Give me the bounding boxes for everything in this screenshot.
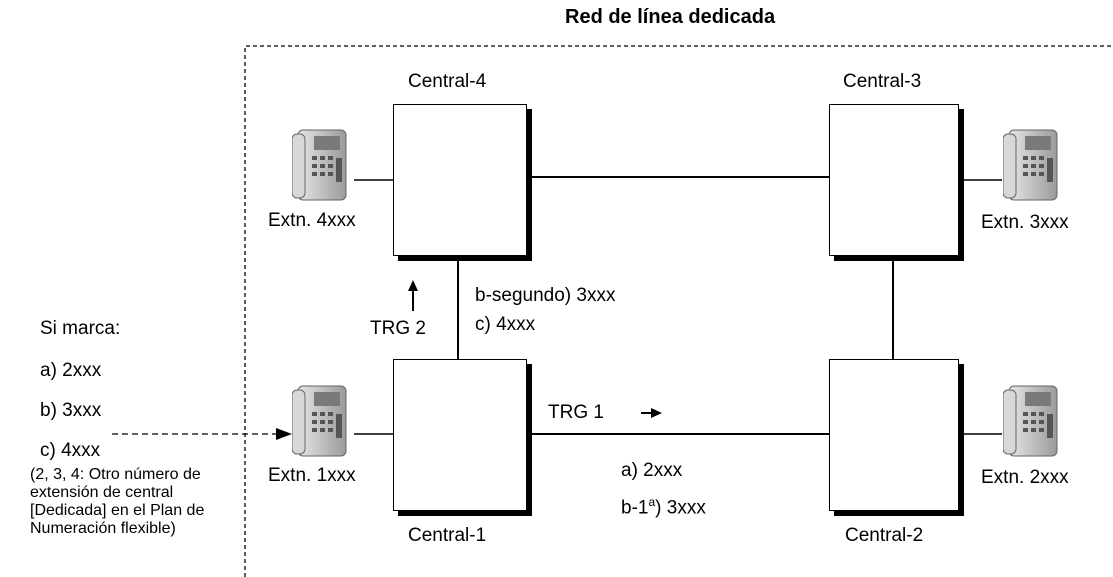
central-1-box: [393, 359, 527, 511]
dialing-option-a: a) 2xxx: [40, 360, 102, 381]
trg1-route-line2: b-1a) 3xxx: [621, 495, 706, 519]
central-4-box: [393, 104, 527, 256]
extension-4-label: Extn. 4xxx: [268, 210, 356, 231]
dialing-note: (2, 3, 4: Otro número de extensión de ce…: [30, 466, 205, 537]
central-3-box: [829, 104, 959, 256]
network-boundary: [244, 45, 1113, 577]
desk-phone-icon: [291, 384, 348, 458]
extension-3-label: Extn. 3xxx: [981, 212, 1069, 233]
central-3-label: Central-3: [843, 71, 922, 92]
desk-phone-icon: [1002, 128, 1059, 202]
desk-phone-icon: [1002, 384, 1059, 458]
dial-arrow-head: [276, 428, 292, 440]
trg2-label: TRG 2: [370, 318, 426, 339]
central-2-box: [829, 359, 959, 511]
trg2-route-line2: c) 4xxx: [475, 314, 536, 335]
trg2-route-line1: b-segundo) 3xxx: [475, 285, 616, 306]
central-1-label: Central-1: [408, 525, 487, 546]
dialing-option-c: c) 4xxx: [40, 440, 101, 461]
central-4-label: Central-4: [408, 71, 487, 92]
dialing-option-b: b) 3xxx: [40, 400, 102, 421]
extension-1-label: Extn. 1xxx: [268, 465, 356, 486]
trg1-route-line1: a) 2xxx: [621, 460, 683, 481]
arrow-up-icon: [408, 280, 418, 311]
central-2-label: Central-2: [845, 525, 924, 546]
dialing-heading: Si marca:: [40, 318, 121, 339]
network-title: Red de línea dedicada: [565, 6, 776, 28]
trg1-label: TRG 1: [548, 402, 604, 423]
extension-2-label: Extn. 2xxx: [981, 467, 1069, 488]
arrow-right-icon: [641, 408, 662, 418]
desk-phone-icon: [291, 128, 348, 202]
